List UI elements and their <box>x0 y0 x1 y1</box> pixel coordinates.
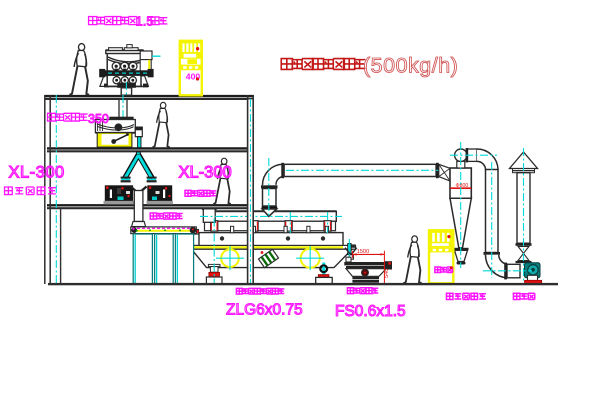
svg-text:540: 540 <box>384 269 390 278</box>
svg-text:Φ800: Φ800 <box>456 183 469 189</box>
svg-text:(500kg/h): (500kg/h) <box>363 54 458 78</box>
svg-text:1.5: 1.5 <box>136 14 154 29</box>
svg-text:400: 400 <box>186 72 201 82</box>
svg-text:350: 350 <box>88 112 109 126</box>
svg-text:ZLG6x0.75: ZLG6x0.75 <box>226 302 303 319</box>
svg-text:FS0.6x1.5: FS0.6x1.5 <box>335 303 406 320</box>
svg-text:XL-300: XL-300 <box>9 164 65 182</box>
svg-text:1500: 1500 <box>357 249 369 255</box>
svg-text:XL-300: XL-300 <box>179 164 232 182</box>
